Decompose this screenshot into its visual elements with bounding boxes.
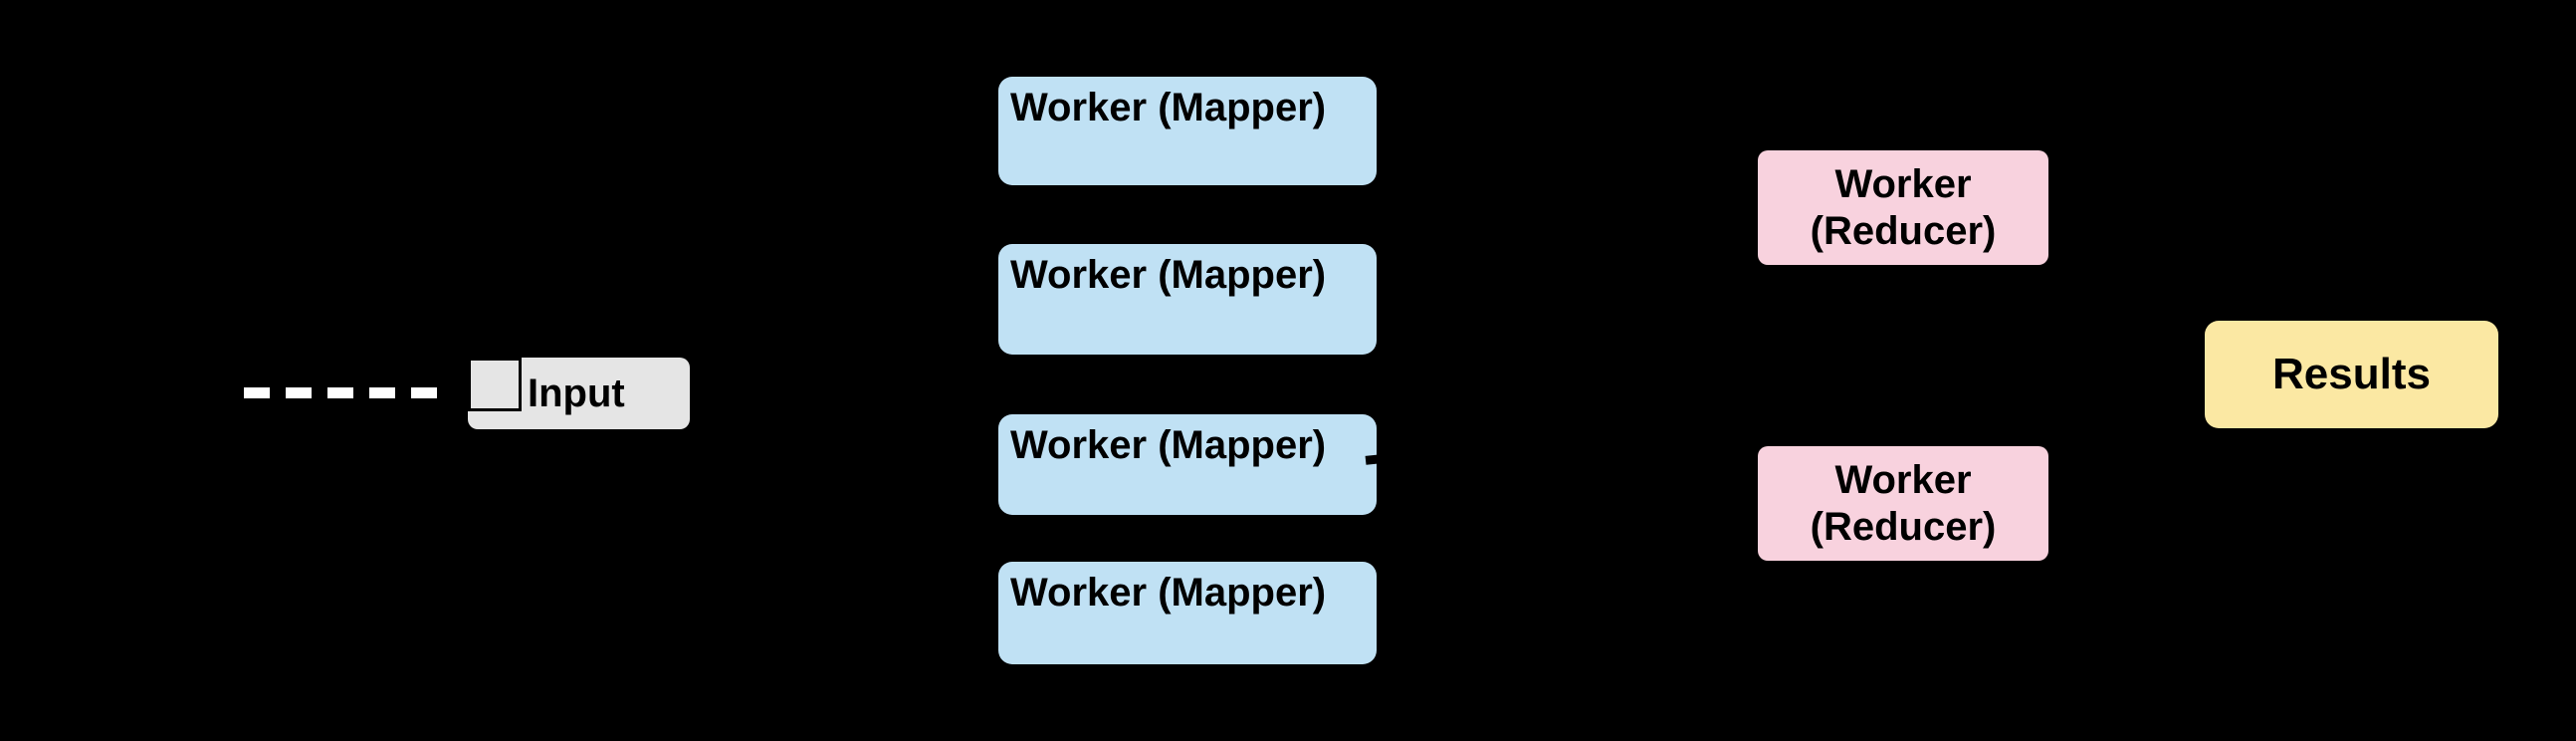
mapper-node-label: Worker (Mapper) (1010, 423, 1327, 467)
mapper-node-label: Worker (Mapper) (1010, 253, 1327, 297)
dashed-connector-line (244, 387, 443, 398)
mapper-node-label: Worker (Mapper) (1010, 571, 1327, 615)
mapper-node-2: Worker (Mapper) (998, 244, 1377, 355)
input-node-label: Input (528, 370, 625, 415)
reducer-node-label: Worker (Reducer) (1810, 457, 1997, 549)
reducer-node-2: Worker (Reducer) (1758, 446, 2048, 561)
results-node: Results (2205, 321, 2498, 428)
arrowhead-tick-icon (1365, 454, 1383, 465)
reducer-node-1: Worker (Reducer) (1758, 150, 2048, 265)
mapper-node-3: Worker (Mapper) (998, 414, 1377, 515)
mapper-node-label: Worker (Mapper) (1010, 86, 1327, 129)
mapper-node-4: Worker (Mapper) (998, 562, 1377, 664)
input-corner-square-icon (468, 358, 522, 411)
input-node: Input (468, 358, 690, 429)
results-node-label: Results (2272, 350, 2431, 398)
mapper-node-1: Worker (Mapper) (998, 77, 1377, 185)
reducer-node-label: Worker (Reducer) (1810, 161, 1997, 253)
